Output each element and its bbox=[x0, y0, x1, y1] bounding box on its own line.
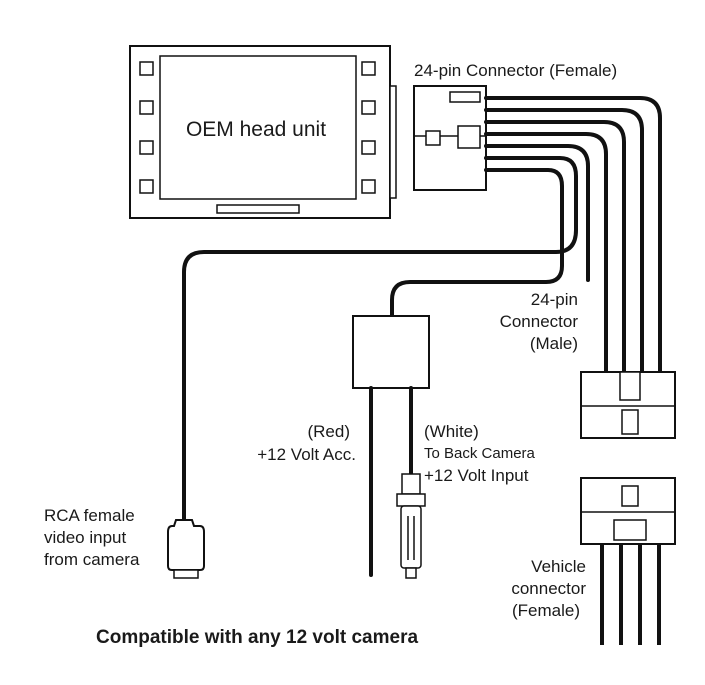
head-unit-button bbox=[139, 179, 154, 194]
vehicle-connector-label-line1: Vehicle bbox=[531, 557, 586, 576]
vehicle-connector-label-line3: (Female) bbox=[512, 601, 580, 620]
head-unit-label: OEM head unit bbox=[186, 118, 326, 141]
head-unit-button bbox=[139, 140, 154, 155]
head-unit-slot bbox=[216, 204, 300, 214]
head-unit-button bbox=[139, 61, 154, 76]
rca-label-line1: RCA female bbox=[44, 506, 135, 525]
head-unit-button bbox=[361, 100, 376, 115]
harness-wire bbox=[484, 96, 662, 374]
harness-wire bbox=[484, 108, 644, 374]
red-wire-label-line2: +12 Volt Acc. bbox=[257, 445, 356, 464]
vehicle-connector-key bbox=[621, 485, 639, 507]
connector-male-latch bbox=[621, 409, 639, 435]
white-wire-label-line2: To Back Camera bbox=[424, 445, 536, 462]
connector-pin-block bbox=[457, 125, 481, 149]
rca-video-wire bbox=[182, 156, 578, 522]
red-wire-label-line1: (Red) bbox=[307, 422, 350, 441]
vehicle-connector-latch bbox=[613, 519, 647, 541]
vehicle-connector-label-line2: connector bbox=[511, 579, 586, 598]
head-unit-screen bbox=[159, 55, 357, 200]
vehicle-connector: Vehicle connector (Female) bbox=[511, 477, 676, 645]
harness-wire bbox=[484, 120, 626, 374]
oem-head-unit: OEM head unit bbox=[129, 45, 397, 219]
connector-male-label-line1: 24-pin bbox=[531, 290, 578, 309]
head-unit-button bbox=[361, 179, 376, 194]
head-unit-button bbox=[361, 61, 376, 76]
connector-male: 24-pin Connector (Male) bbox=[500, 290, 676, 439]
white-wire-label-line3: +12 Volt Input bbox=[424, 466, 529, 485]
harness-wire bbox=[484, 132, 608, 374]
spade-terminal-collar bbox=[396, 493, 426, 507]
relay-box bbox=[352, 315, 430, 389]
spade-terminal-top bbox=[401, 473, 421, 495]
rca-connector: RCA female video input from camera bbox=[44, 506, 205, 579]
harness-wire-short bbox=[484, 144, 590, 282]
harness-wires bbox=[182, 96, 662, 522]
relay-module: (Red) +12 Volt Acc. (White) To Back Came… bbox=[257, 315, 536, 579]
connector-male-label-line3: (Male) bbox=[530, 334, 578, 353]
connector-latch bbox=[425, 130, 441, 146]
connector-pin-block bbox=[449, 91, 481, 103]
footer-caption: Compatible with any 12 volt camera bbox=[96, 627, 418, 648]
connector-female-top: 24-pin Connector (Female) bbox=[413, 61, 617, 191]
connector-male-key bbox=[619, 371, 641, 401]
rca-label-line2: video input bbox=[44, 528, 127, 547]
connector-male-label-line2: Connector bbox=[500, 312, 579, 331]
rca-label-line3: from camera bbox=[44, 550, 140, 569]
connector-female-top-label: 24-pin Connector (Female) bbox=[414, 61, 617, 80]
power-wire bbox=[390, 168, 564, 318]
spade-terminal-body bbox=[400, 505, 422, 569]
spade-terminal-tip bbox=[405, 567, 417, 579]
rca-plug-tip bbox=[173, 569, 199, 579]
head-unit-button bbox=[139, 100, 154, 115]
white-wire-label-line1: (White) bbox=[424, 422, 479, 441]
rca-plug-body bbox=[167, 519, 205, 571]
head-unit-button bbox=[361, 140, 376, 155]
head-unit-back-tab bbox=[389, 85, 397, 199]
